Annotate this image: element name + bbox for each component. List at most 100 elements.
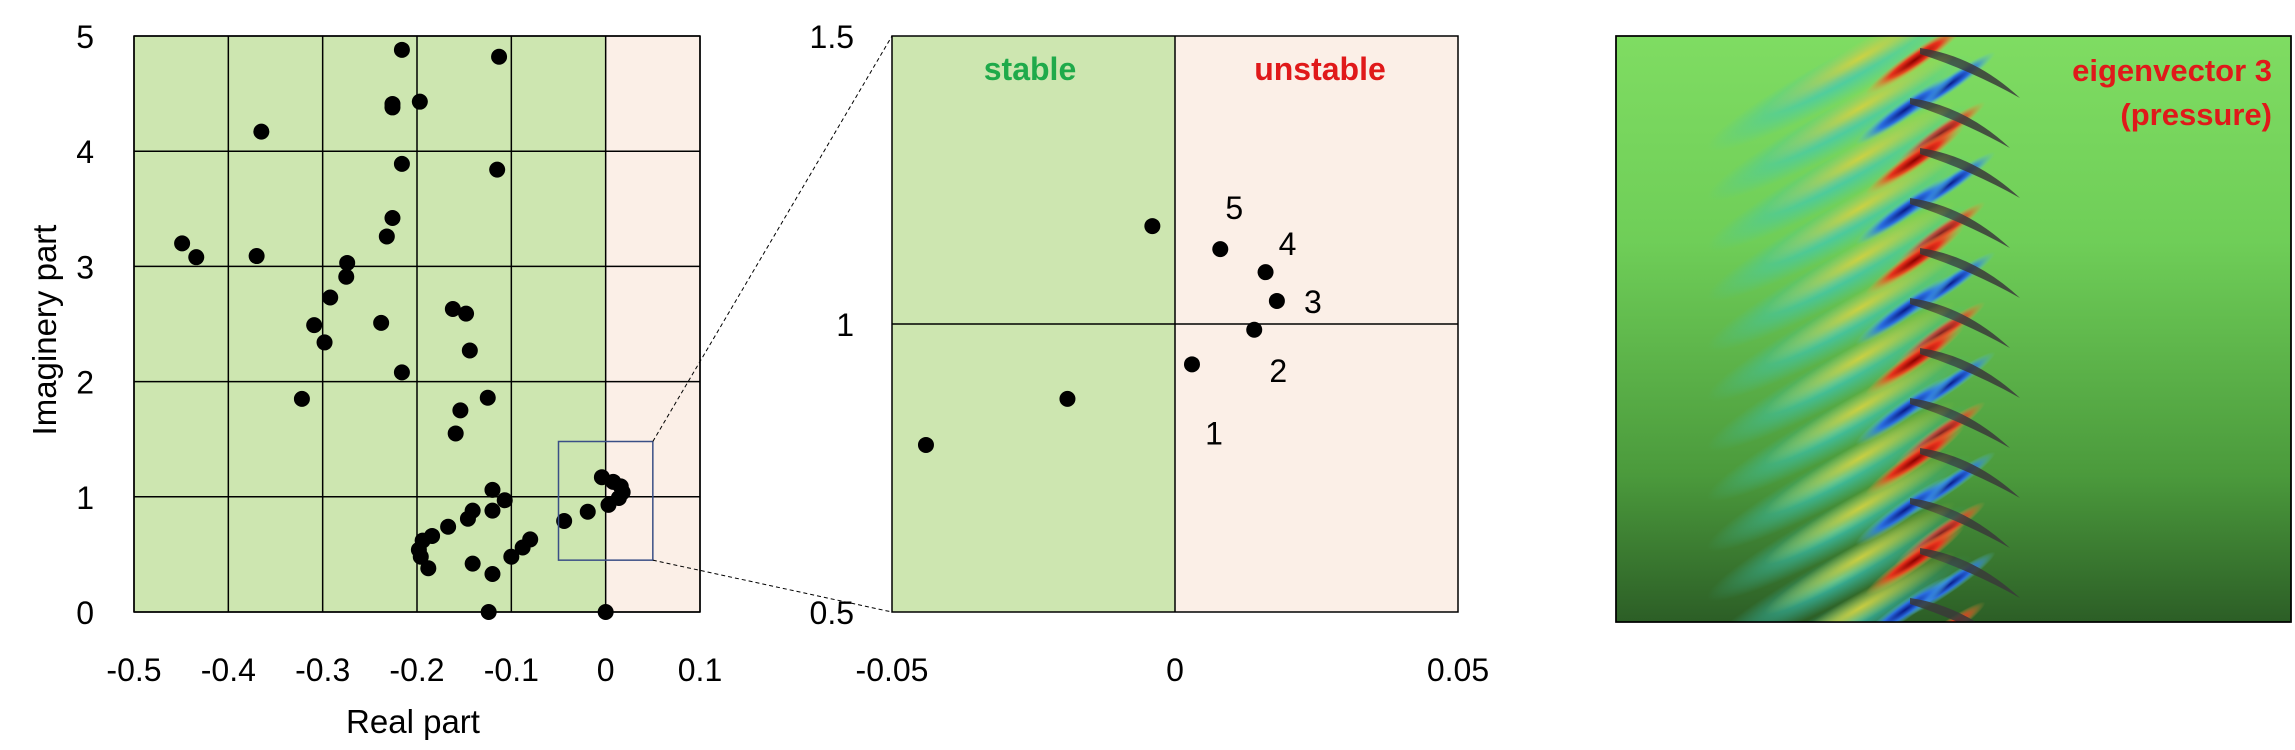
point-label: 1 bbox=[1205, 415, 1223, 451]
field-blob bbox=[1764, 401, 1956, 515]
unstable-label: unstable bbox=[1254, 51, 1386, 87]
point-label: 2 bbox=[1269, 353, 1287, 389]
point-label: 3 bbox=[1304, 284, 1322, 320]
eigenvalue-points bbox=[174, 41, 631, 620]
data-point bbox=[1059, 390, 1076, 407]
data-point bbox=[917, 436, 934, 453]
data-point bbox=[188, 249, 205, 266]
data-point bbox=[322, 289, 339, 306]
data-point bbox=[480, 604, 497, 620]
data-point bbox=[458, 305, 475, 322]
x-tick-label: -0.1 bbox=[484, 652, 539, 688]
y-tick-labels: 0.5 1 1.5 bbox=[810, 19, 854, 631]
data-point bbox=[479, 389, 496, 406]
x-tick-label: -0.05 bbox=[856, 652, 929, 688]
field-blob bbox=[1764, 301, 1956, 415]
field-blob bbox=[1764, 51, 1956, 165]
data-point bbox=[484, 502, 501, 519]
data-point bbox=[556, 512, 573, 529]
y-axis-label: Imaginery part bbox=[26, 225, 63, 436]
data-point bbox=[248, 248, 265, 265]
field-blob bbox=[1764, 251, 1956, 365]
data-point bbox=[491, 48, 508, 65]
y-tick-label: 1 bbox=[76, 480, 94, 516]
data-point bbox=[1246, 321, 1263, 338]
data-point bbox=[597, 604, 614, 620]
x-tick-labels: -0.05 0 0.05 bbox=[856, 652, 1490, 688]
data-point bbox=[420, 560, 437, 577]
data-point bbox=[1183, 356, 1200, 373]
data-point bbox=[411, 93, 428, 110]
x-tick-label: 0.05 bbox=[1427, 652, 1489, 688]
data-point bbox=[484, 481, 501, 498]
data-point bbox=[338, 268, 355, 285]
data-point bbox=[316, 334, 333, 351]
data-point bbox=[1144, 218, 1161, 235]
pressure-field bbox=[1707, 36, 2020, 622]
x-axis-label: Real part bbox=[346, 703, 480, 740]
x-tick-label: -0.2 bbox=[389, 652, 444, 688]
data-point bbox=[444, 301, 461, 318]
blade-shape bbox=[1910, 598, 1977, 622]
data-point bbox=[503, 548, 520, 565]
y-tick-label: 5 bbox=[76, 19, 94, 55]
field-blob bbox=[1855, 574, 1955, 622]
data-point bbox=[174, 235, 191, 252]
point-label: 5 bbox=[1225, 190, 1243, 226]
data-point bbox=[484, 565, 501, 582]
y-tick-label: 3 bbox=[76, 249, 94, 285]
data-point bbox=[1212, 241, 1229, 258]
data-point bbox=[452, 402, 469, 419]
x-tick-label: -0.4 bbox=[201, 652, 256, 688]
y-tick-label: 1.5 bbox=[810, 19, 854, 55]
stable-label: stable bbox=[984, 51, 1076, 87]
data-point bbox=[378, 228, 395, 245]
field-blob bbox=[1764, 101, 1956, 215]
field-blob bbox=[1764, 501, 1956, 615]
y-tick-label: 1 bbox=[836, 307, 854, 343]
data-point bbox=[614, 484, 631, 501]
y-tick-label: 4 bbox=[76, 134, 94, 170]
field-blob bbox=[1764, 351, 1956, 465]
x-tick-label: 0.1 bbox=[678, 652, 722, 688]
x-tick-label: 0 bbox=[1166, 652, 1184, 688]
field-blob bbox=[1855, 474, 1955, 546]
field-blob bbox=[1764, 201, 1956, 315]
data-point bbox=[293, 390, 310, 407]
data-point bbox=[393, 41, 410, 58]
data-point bbox=[1268, 292, 1285, 309]
data-point bbox=[253, 123, 270, 140]
eigenvalue-points bbox=[917, 218, 1285, 453]
data-point bbox=[393, 155, 410, 172]
data-point bbox=[464, 555, 481, 572]
data-point bbox=[447, 425, 464, 442]
eigenvector-sublabel: (pressure) bbox=[2120, 97, 2272, 132]
field-blob bbox=[1764, 551, 1956, 622]
field-blob bbox=[1764, 151, 1956, 265]
y-tick-label: 0.5 bbox=[810, 595, 854, 631]
zoom-box bbox=[557, 440, 654, 561]
data-point bbox=[384, 99, 401, 116]
zoom-connector-top bbox=[652, 35, 893, 442]
zoom-connectors bbox=[652, 35, 893, 613]
data-point bbox=[306, 317, 323, 334]
data-point bbox=[496, 492, 513, 509]
y-tick-label: 2 bbox=[76, 365, 94, 401]
data-point bbox=[459, 510, 476, 527]
field-blob bbox=[1855, 174, 1955, 246]
data-point bbox=[412, 548, 429, 565]
eigenvector-label: eigenvector 3 bbox=[2072, 53, 2272, 88]
data-point bbox=[579, 503, 596, 520]
data-point bbox=[489, 161, 506, 178]
data-point bbox=[1257, 264, 1274, 281]
x-tick-label: -0.3 bbox=[295, 652, 350, 688]
field-blob bbox=[1855, 374, 1955, 446]
stable-region bbox=[134, 36, 606, 612]
field-blob bbox=[1855, 74, 1955, 146]
